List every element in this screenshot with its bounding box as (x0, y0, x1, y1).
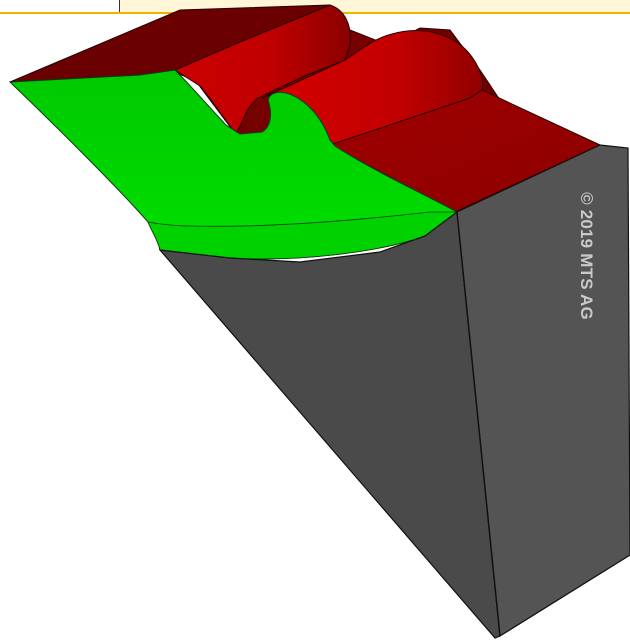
vertical-edge (456, 211, 501, 637)
copyright-watermark: © 2019 MTS AG (577, 192, 596, 320)
front-face (158, 210, 501, 639)
3d-viewport[interactable]: © 2019 MTS AG (0, 4, 630, 640)
title-bar-left-panel (0, 0, 120, 12)
